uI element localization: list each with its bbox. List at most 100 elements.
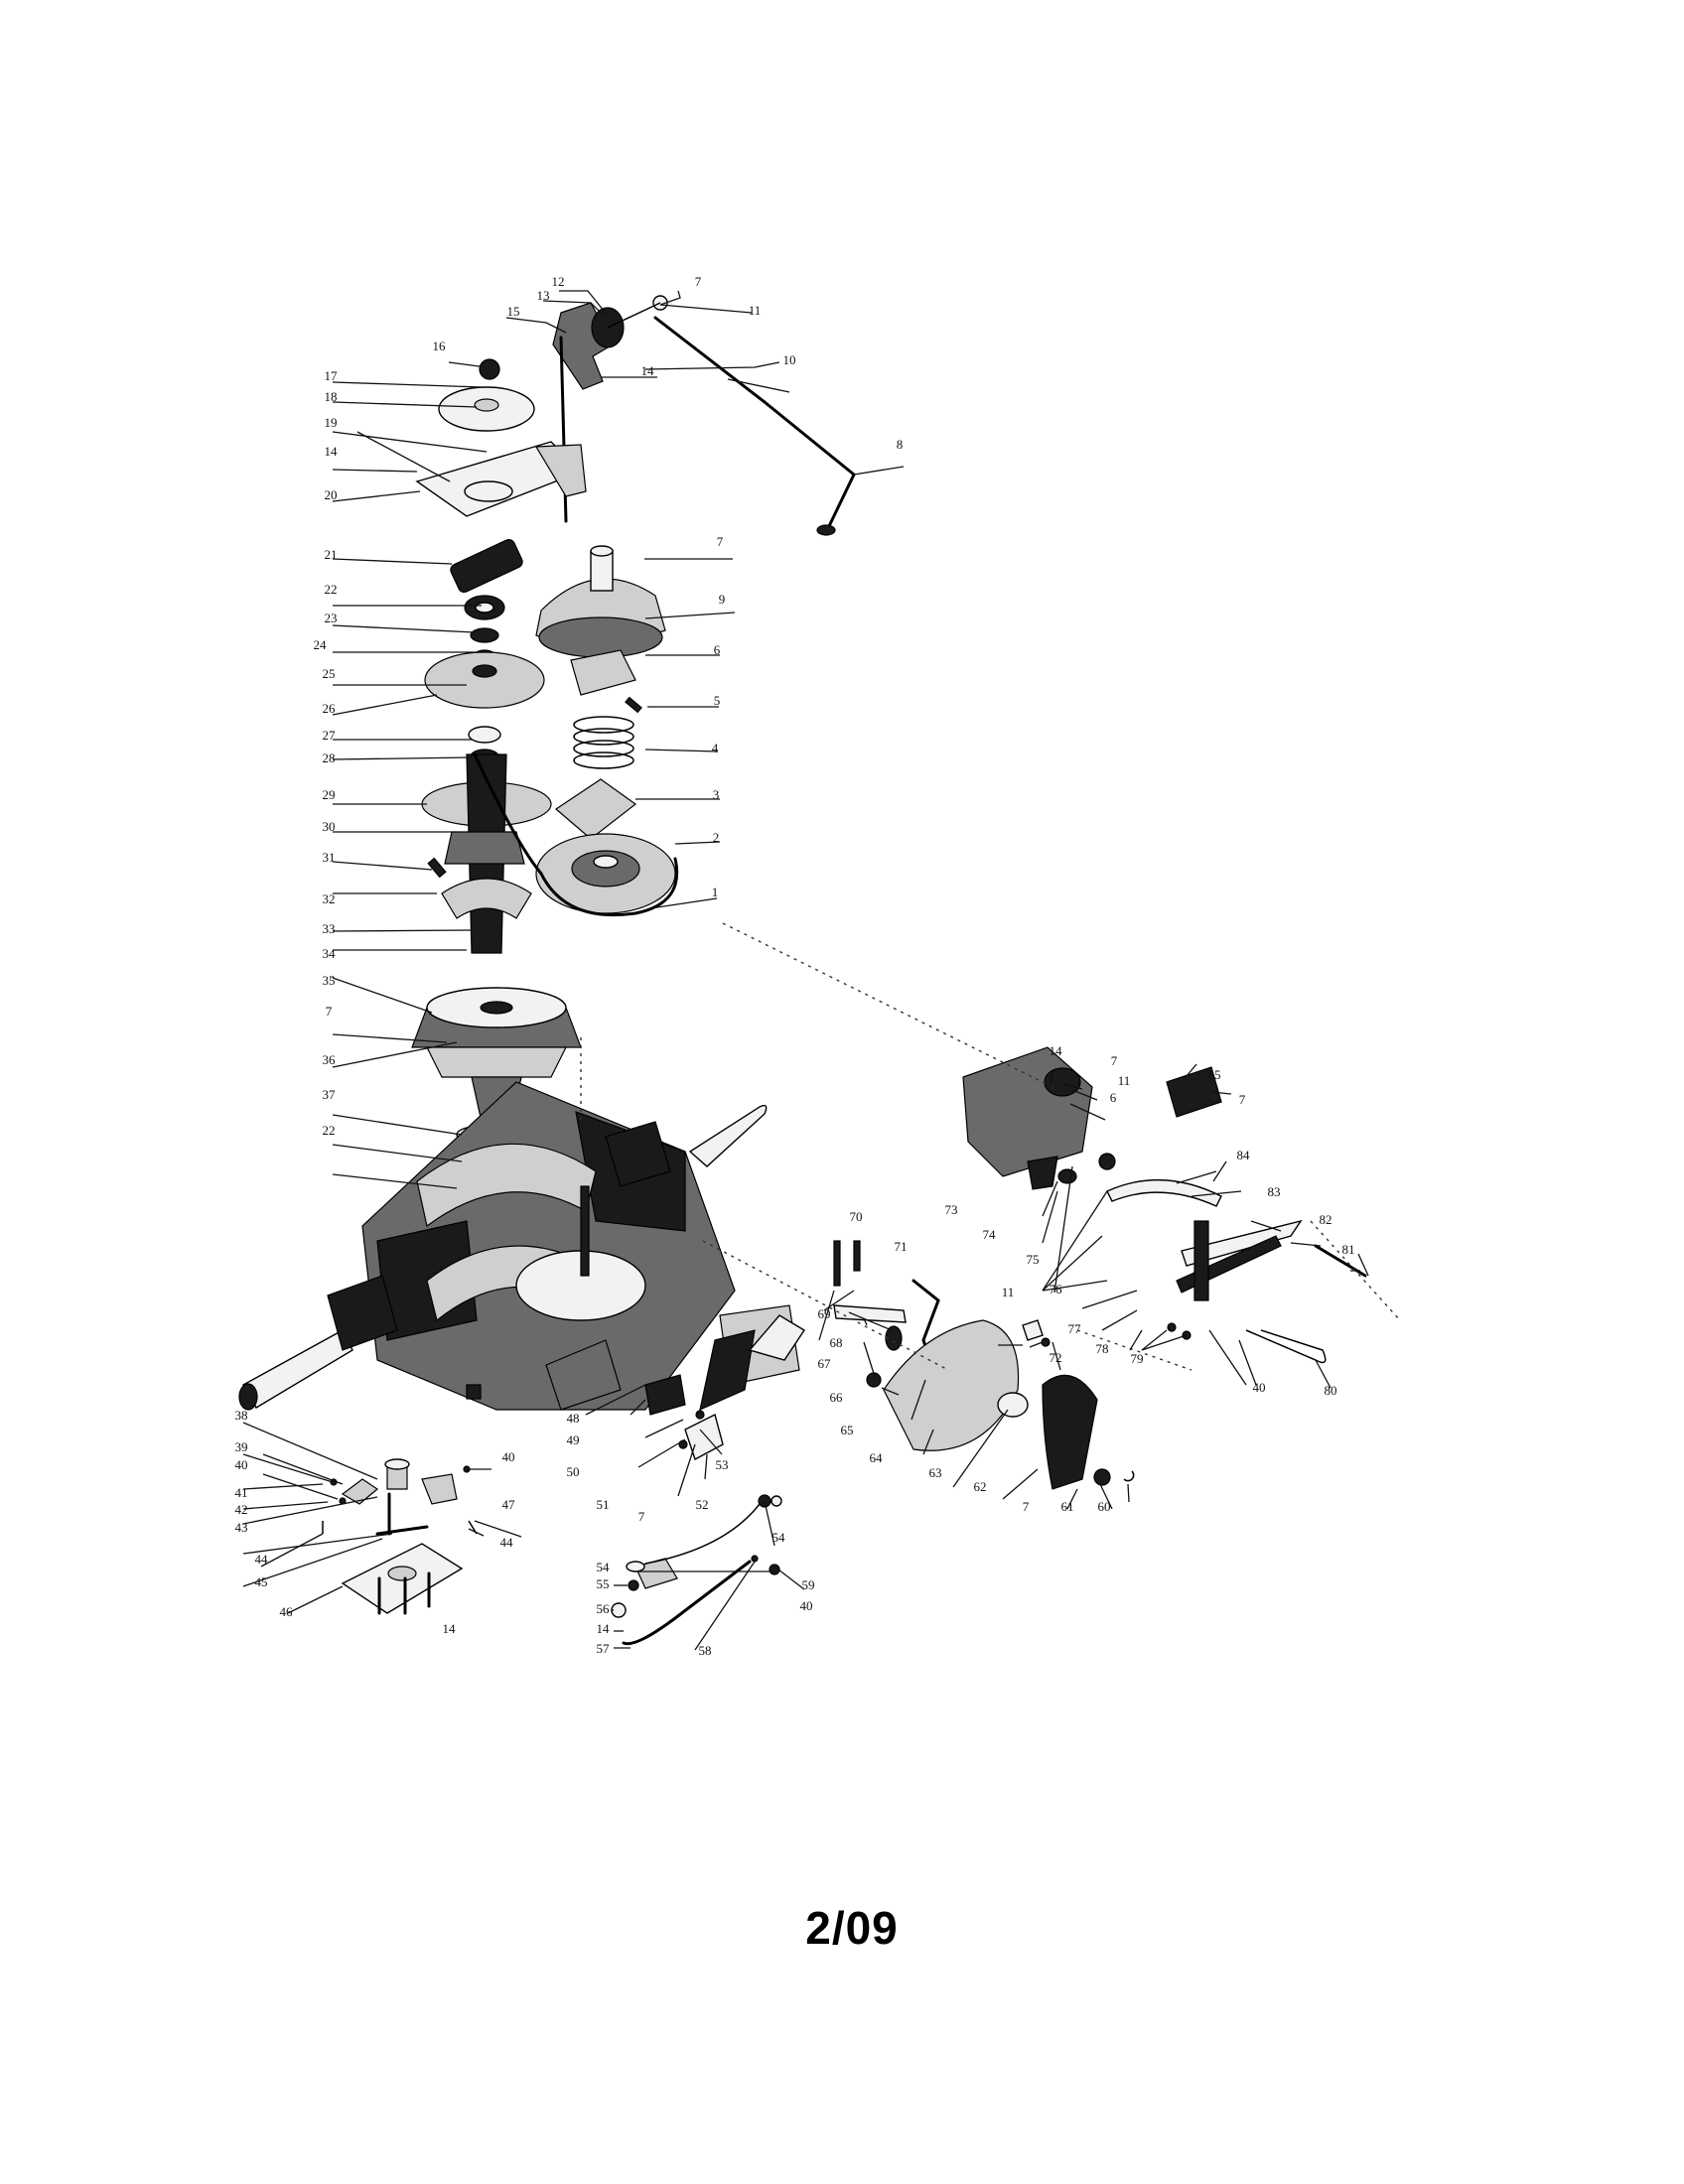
callout-78: 78	[1096, 1341, 1109, 1356]
callout-41: 41	[235, 1485, 248, 1500]
callout-79: 79	[1131, 1351, 1144, 1366]
callout-66: 66	[830, 1390, 844, 1405]
callout-47: 47	[502, 1497, 516, 1512]
callout-6: 6	[714, 642, 721, 657]
callout-46: 46	[280, 1604, 294, 1619]
right-subassembly	[962, 1046, 1367, 1364]
callout-58: 58	[699, 1643, 712, 1658]
callout-25: 25	[323, 666, 336, 681]
callout-54: 54	[597, 1560, 611, 1574]
callout-4: 4	[712, 741, 719, 755]
callout-8: 8	[897, 437, 904, 452]
callout-30: 30	[323, 819, 336, 834]
center-hardware	[644, 1314, 805, 1461]
alignment-lines	[580, 922, 1401, 1371]
callout-10: 10	[783, 352, 796, 367]
leader-lines	[242, 290, 1369, 1651]
callout-21: 21	[325, 547, 338, 562]
callout-14: 14	[443, 1621, 457, 1636]
callout-2: 2	[713, 830, 720, 845]
callout-34: 34	[323, 946, 337, 961]
callout-9: 9	[719, 592, 726, 607]
callout-40: 40	[502, 1449, 515, 1464]
callout-50: 50	[567, 1464, 580, 1479]
callout-40: 40	[235, 1457, 248, 1472]
callout-11: 11	[1002, 1285, 1015, 1299]
callout-17: 17	[325, 368, 339, 383]
callout-84: 84	[1237, 1148, 1251, 1162]
callout-28: 28	[323, 751, 336, 765]
callout-48: 48	[567, 1411, 580, 1426]
callout-52: 52	[696, 1497, 709, 1512]
callout-71: 71	[895, 1239, 908, 1254]
callout-37: 37	[323, 1087, 337, 1102]
callout-42: 42	[235, 1502, 248, 1517]
transaxle-housing	[238, 1081, 800, 1412]
callout-65: 65	[841, 1423, 854, 1437]
callout-67: 67	[818, 1356, 832, 1371]
callout-51: 51	[597, 1497, 610, 1512]
callout-40: 40	[1253, 1380, 1266, 1395]
clutch-belt-assembly	[473, 545, 679, 917]
callout-16: 16	[433, 339, 447, 353]
callout-24: 24	[314, 637, 328, 652]
callout-36: 36	[323, 1052, 337, 1067]
callout-20: 20	[325, 487, 338, 502]
callout-14: 14	[1050, 1043, 1063, 1058]
callout-13: 13	[537, 288, 550, 303]
callout-14: 14	[325, 444, 339, 459]
callout-70: 70	[850, 1209, 863, 1224]
callout-23: 23	[325, 611, 338, 625]
callout-44: 44	[255, 1552, 269, 1567]
callout-39: 39	[235, 1439, 248, 1454]
callout-77: 77	[1068, 1321, 1082, 1336]
callout-81: 81	[1342, 1242, 1355, 1257]
callout-1: 1	[712, 885, 719, 899]
callout-69: 69	[818, 1306, 831, 1321]
callout-57: 57	[597, 1641, 611, 1656]
callout-7: 7	[1239, 1092, 1246, 1107]
callout-12: 12	[552, 274, 565, 289]
callout-6: 6	[1110, 1090, 1117, 1105]
callout-38: 38	[235, 1408, 248, 1423]
callout-11: 11	[1118, 1073, 1131, 1088]
callout-85: 85	[1208, 1067, 1221, 1082]
callout-7: 7	[1023, 1499, 1030, 1514]
lower-left-parts	[322, 1458, 478, 1615]
shift-lever-parts	[833, 1240, 1135, 1490]
callout-55: 55	[597, 1576, 610, 1591]
callout-76: 76	[1050, 1282, 1063, 1297]
callout-61: 61	[1061, 1499, 1074, 1514]
callout-32: 32	[323, 891, 336, 906]
callout-64: 64	[870, 1450, 884, 1465]
callout-14: 14	[597, 1621, 611, 1636]
callout-15: 15	[507, 304, 520, 319]
callout-59: 59	[802, 1577, 815, 1592]
callout-7: 7	[1111, 1053, 1118, 1068]
callout-80: 80	[1325, 1383, 1337, 1398]
callout-62: 62	[974, 1479, 987, 1494]
callout-43: 43	[235, 1520, 248, 1535]
callout-14: 14	[641, 363, 655, 378]
parts-drawing	[238, 295, 1367, 1646]
callout-54: 54	[772, 1530, 786, 1545]
callout-7: 7	[638, 1509, 645, 1524]
callout-72: 72	[1050, 1350, 1062, 1365]
callout-63: 63	[929, 1465, 942, 1480]
callout-74: 74	[983, 1227, 997, 1242]
callout-33: 33	[323, 921, 336, 936]
callout-45: 45	[255, 1574, 268, 1589]
callout-60: 60	[1098, 1499, 1111, 1514]
callout-3: 3	[713, 787, 720, 802]
callout-56: 56	[597, 1601, 611, 1616]
callout-44: 44	[500, 1535, 514, 1550]
callout-27: 27	[323, 728, 337, 743]
callout-22: 22	[323, 1123, 336, 1138]
callout-40: 40	[800, 1598, 813, 1613]
lower-middle-parts	[611, 1494, 782, 1646]
callout-26: 26	[323, 701, 337, 716]
callout-7: 7	[695, 274, 702, 289]
page-number-label: 2/09	[805, 1902, 899, 1954]
idler-assembly	[552, 295, 856, 536]
